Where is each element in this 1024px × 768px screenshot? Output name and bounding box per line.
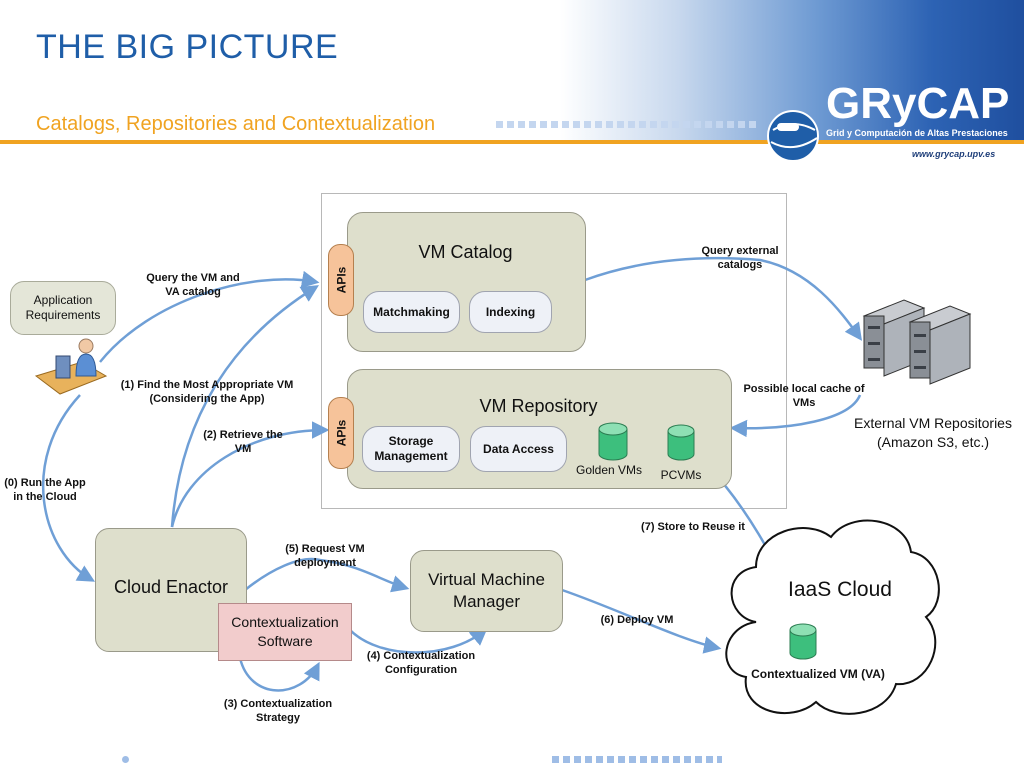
contextualized-vm-cylinder-icon: [789, 623, 817, 660]
matchmaking-module: Matchmaking: [363, 291, 460, 333]
arrow-local-cache: [729, 394, 862, 438]
header-divider: [0, 140, 1024, 144]
vm-catalog-title: VM Catalog: [418, 242, 513, 262]
logo-tagline: Grid y Computación de Altas Prestaciones: [826, 128, 1008, 138]
pcvms-label: PCVMs: [660, 468, 702, 482]
label-step5: (5) Request VM deployment: [285, 543, 365, 569]
catalog-apis: APIs: [328, 244, 354, 316]
decor-dots-row: [552, 756, 722, 763]
contextualization-software-box: Contextualization Software: [218, 603, 352, 661]
golden-vms-label: Golden VMs: [575, 463, 643, 477]
vm-repository-title: VM Repository: [479, 396, 598, 416]
repository-apis-label: APIs: [334, 419, 348, 447]
cloud-enactor-box: Cloud Enactor: [95, 528, 247, 652]
arrow-run-app: [41, 394, 96, 582]
arrow-ctx-configuration: [349, 627, 488, 654]
external-repositories-label: External VM Repositories (Amazon S3, etc…: [854, 415, 1012, 450]
arrow-query-catalog: [99, 270, 320, 363]
arrow-request-deployment: [244, 557, 410, 593]
label-query-external: Query external catalogs: [701, 245, 779, 271]
globe-logo-icon: [767, 110, 819, 162]
arrow-deploy-vm: [561, 588, 722, 654]
page-title: THE BIG PICTURE: [36, 28, 339, 66]
data-access-module: Data Access: [470, 426, 567, 472]
catalog-apis-label: APIs: [334, 266, 348, 294]
arrow-find-vm: [170, 285, 319, 528]
user-at-computer-icon: [34, 338, 108, 395]
logo-text: GRyCAP: [826, 79, 1010, 128]
virtual-machine-manager-box: Virtual Machine Manager: [410, 550, 563, 632]
label-step2: (2) Retrieve the VM: [203, 429, 283, 455]
label-step6: (6) Deploy VM: [600, 614, 674, 626]
label-step0: (0) Run the App in the Cloud: [4, 477, 86, 503]
page-subtitle: Catalogs, Repositories and Contextualiza…: [36, 113, 436, 135]
pcvms-cylinder-icon: [667, 424, 695, 461]
servers-icon: [862, 299, 972, 385]
label-step4: (4) Contextualization Configuration: [366, 650, 476, 676]
label-step3: (3) Contextualization Strategy: [223, 698, 333, 724]
arrow-retrieve-vm: [170, 421, 330, 528]
golden-vms-cylinder-icon: [598, 422, 628, 461]
decor-dot: [122, 756, 129, 763]
iaas-cloud-shape: [725, 519, 940, 715]
iaas-cloud-label: IaaS Cloud: [788, 578, 892, 601]
arrow-query-external: [584, 256, 863, 341]
label-local-cache: Possible local cache of VMs: [743, 383, 865, 409]
cloud-enactor-label: Cloud Enactor: [113, 576, 229, 597]
arrow-ctx-strategy: [238, 657, 320, 692]
label-step1: (1) Find the Most Appropriate VM (Consid…: [120, 379, 294, 405]
label-step7: (7) Store to Reuse it: [641, 521, 745, 533]
site-url[interactable]: www.grycap.upv.es: [912, 149, 996, 159]
decor-dots-header: [496, 121, 756, 128]
indexing-module: Indexing: [469, 291, 552, 333]
label-query-catalog: Query the VM and VA catalog: [146, 272, 240, 298]
storage-management-module: Storage Management: [362, 426, 460, 472]
contextualized-vm-label: Contextualized VM (VA): [751, 667, 885, 681]
application-requirements-box: Application Requirements: [10, 281, 116, 335]
repository-apis: APIs: [328, 397, 354, 469]
